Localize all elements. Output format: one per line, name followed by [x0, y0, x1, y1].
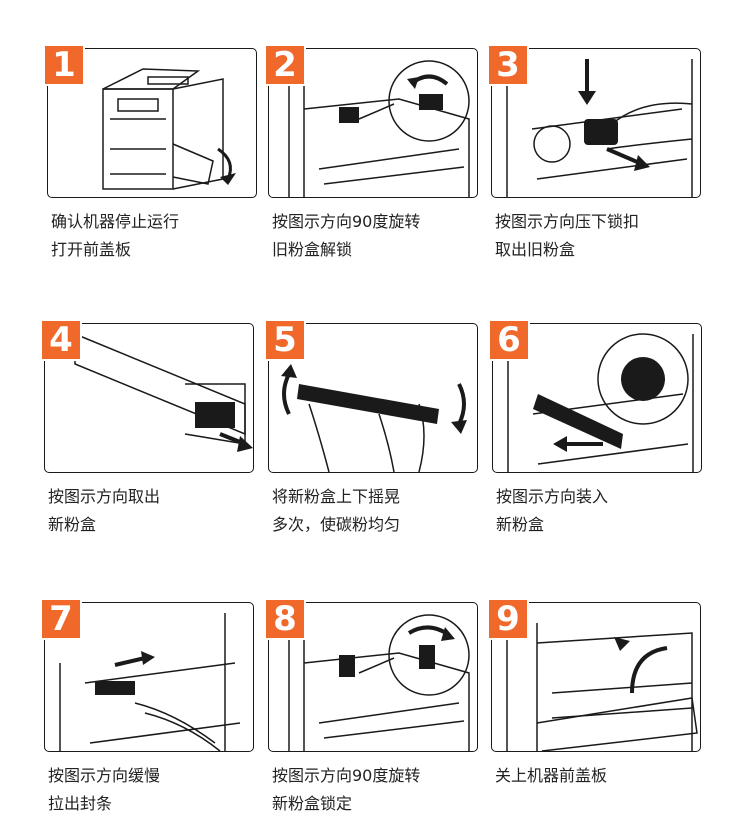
step-9-caption: 关上机器前盖板 — [495, 762, 710, 790]
step-6-caption: 按图示方向装入 新粉盒 — [496, 483, 711, 539]
step-8-caption-line2: 新粉盒锁定 — [272, 794, 353, 813]
step-4-caption: 按图示方向取出 新粉盒 — [48, 483, 263, 539]
press-lock-remove-icon — [506, 59, 693, 197]
close-cover-icon — [506, 613, 698, 751]
step-3-caption-line2: 取出旧粉盒 — [495, 240, 576, 259]
step-6-number-badge: 6 — [488, 319, 530, 361]
step-2-caption-line1: 按图示方向90度旋转 — [272, 212, 421, 231]
step-4-caption-line2: 新粉盒 — [48, 515, 97, 534]
step-9-caption-line1: 关上机器前盖板 — [495, 766, 608, 785]
step-4-caption-line1: 按图示方向取出 — [48, 487, 161, 506]
step-3-caption-line1: 按图示方向压下锁扣 — [495, 212, 640, 231]
step-4-number-badge: 4 — [40, 319, 82, 361]
step-7-number-badge: 7 — [40, 598, 82, 640]
step-7-caption-line1: 按图示方向缓慢 — [48, 766, 161, 785]
step-1-caption-line2: 打开前盖板 — [51, 240, 132, 259]
pull-seal-icon — [59, 613, 241, 751]
step-8-number-badge: 8 — [264, 598, 306, 640]
insert-cartridge-icon — [507, 333, 694, 472]
step-1-caption-line1: 确认机器停止运行 — [51, 212, 180, 231]
step-7-caption: 按图示方向缓慢 拉出封条 — [48, 762, 263, 818]
step-2-number-badge: 2 — [264, 44, 306, 86]
step-2-caption: 按图示方向90度旋转 旧粉盒解锁 — [272, 208, 487, 264]
shake-cartridge-icon — [281, 364, 467, 472]
step-1-caption: 确认机器停止运行 打开前盖板 — [51, 208, 266, 264]
step-5-caption: 将新粉盒上下摇晃 多次，使碳粉均匀 — [272, 483, 487, 539]
step-8-caption: 按图示方向90度旋转 新粉盒锁定 — [272, 762, 487, 818]
step-5-caption-line1: 将新粉盒上下摇晃 — [272, 487, 401, 506]
step-5-illustration — [268, 323, 478, 473]
step-7-caption-line2: 拉出封条 — [48, 794, 113, 813]
rotate-unlock-icon — [288, 60, 470, 197]
copier-open-cover-icon — [102, 68, 236, 190]
step-6-caption-line2: 新粉盒 — [496, 515, 545, 534]
step-1-number-badge: 1 — [43, 44, 85, 86]
step-2-caption-line2: 旧粉盒解锁 — [272, 240, 353, 259]
step-3-caption: 按图示方向压下锁扣 取出旧粉盒 — [495, 208, 710, 264]
rotate-lock-icon — [288, 614, 470, 751]
step-6-caption-line1: 按图示方向装入 — [496, 487, 609, 506]
step-5-caption-line2: 多次，使碳粉均匀 — [272, 515, 401, 534]
step-5-number-badge: 5 — [264, 319, 306, 361]
step-3-number-badge: 3 — [487, 44, 529, 86]
step-9-number-badge: 9 — [487, 598, 529, 640]
step-8-caption-line1: 按图示方向90度旋转 — [272, 766, 421, 785]
